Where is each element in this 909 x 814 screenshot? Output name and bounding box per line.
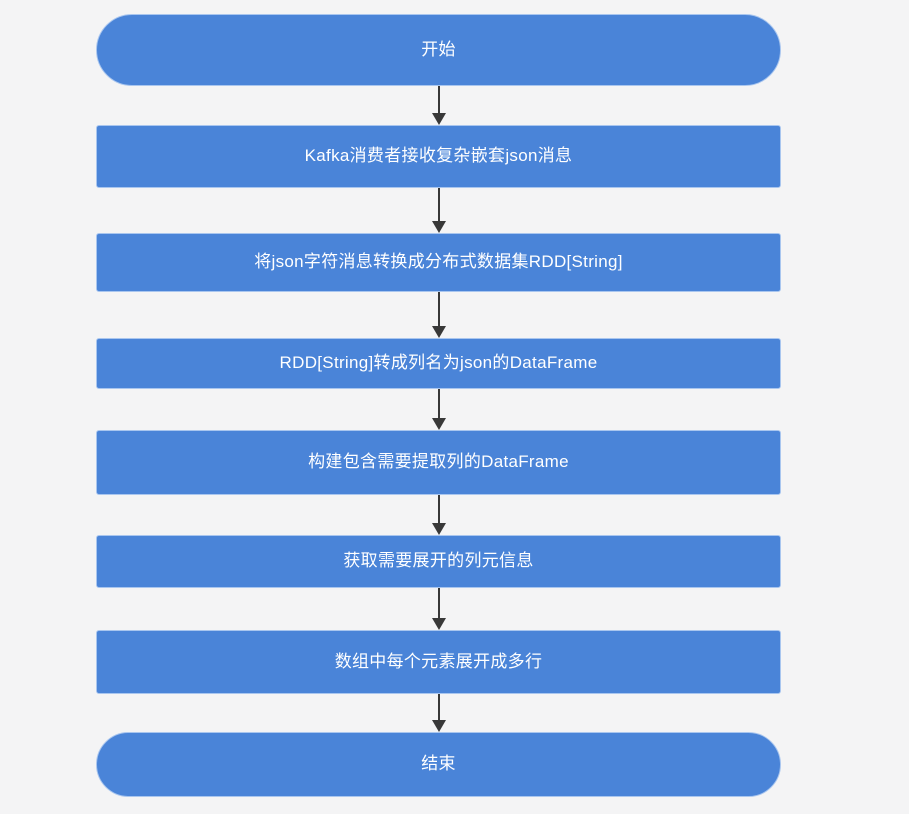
flow-node-explode-rows[interactable]: 数组中每个元素展开成多行 — [96, 630, 781, 694]
flow-node-label: 获取需要展开的列元信息 — [343, 551, 534, 571]
flow-node-label: Kafka消费者接收复杂嵌套json消息 — [304, 146, 573, 166]
flow-node-end[interactable]: 结束 — [96, 732, 781, 797]
flow-node-rdd-to-dataframe[interactable]: RDD[String]转成列名为json的DataFrame — [96, 338, 781, 389]
arrow-line — [437, 86, 440, 113]
connector-arrow-3 — [425, 292, 452, 338]
flow-node-label: 数组中每个元素展开成多行 — [334, 651, 543, 671]
connector-arrow-4 — [425, 389, 452, 430]
arrow-line — [437, 694, 440, 720]
flow-node-json-to-rdd[interactable]: 将json字符消息转换成分布式数据集RDD[String] — [96, 233, 781, 292]
arrow-line — [437, 389, 440, 418]
flow-node-start[interactable]: 开始 — [96, 14, 781, 86]
connector-arrow-6 — [425, 588, 452, 630]
flow-node-kafka-consume[interactable]: Kafka消费者接收复杂嵌套json消息 — [96, 125, 781, 188]
flow-node-get-column-meta[interactable]: 获取需要展开的列元信息 — [96, 535, 781, 588]
flow-node-label: 构建包含需要提取列的DataFrame — [308, 452, 569, 472]
connector-arrow-5 — [425, 495, 452, 535]
connector-arrow-1 — [425, 86, 452, 125]
arrow-line — [437, 188, 440, 221]
connector-arrow-7 — [425, 694, 452, 732]
arrow-down-head — [431, 113, 446, 125]
arrow-line — [437, 292, 440, 326]
arrow-down-head — [431, 326, 446, 338]
arrow-down-head — [431, 221, 446, 233]
flow-node-label: 将json字符消息转换成分布式数据集RDD[String] — [254, 252, 623, 272]
arrow-line — [437, 588, 440, 618]
connector-arrow-2 — [425, 188, 452, 233]
arrow-down-head — [431, 618, 446, 630]
flow-node-label: RDD[String]转成列名为json的DataFrame — [279, 353, 598, 373]
flow-node-label: 开始 — [421, 39, 456, 59]
arrow-down-head — [431, 418, 446, 430]
arrow-line — [437, 495, 440, 523]
flow-node-label: 结束 — [421, 754, 456, 774]
arrow-down-head — [431, 523, 446, 535]
flow-node-build-dataframe[interactable]: 构建包含需要提取列的DataFrame — [96, 430, 781, 495]
arrow-down-head — [431, 720, 446, 732]
